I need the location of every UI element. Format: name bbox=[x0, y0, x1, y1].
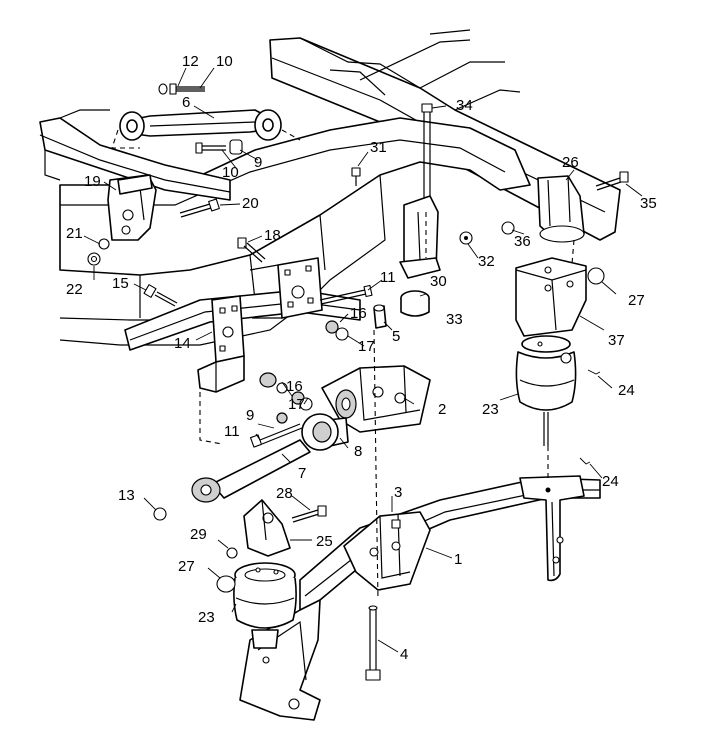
upper-control-arm bbox=[111, 109, 301, 149]
leader-lines bbox=[83, 67, 643, 653]
bolt-4 bbox=[365, 605, 381, 681]
bolt-31 bbox=[351, 167, 361, 186]
callout-16-upper: 16 bbox=[350, 305, 367, 322]
axle-seat-3 bbox=[343, 511, 431, 591]
callout-33: 33 bbox=[446, 311, 463, 328]
callout-27-left: 27 bbox=[178, 558, 195, 575]
callout-19: 19 bbox=[84, 173, 101, 190]
callout-23-right: 23 bbox=[482, 401, 499, 418]
stud-5 bbox=[373, 304, 387, 329]
callout-25: 25 bbox=[316, 533, 333, 550]
callout-23-left: 23 bbox=[198, 609, 215, 626]
callout-22: 22 bbox=[66, 281, 83, 298]
bump-stop-assembly bbox=[399, 103, 473, 317]
callout-29: 29 bbox=[190, 526, 207, 543]
bolt-20 bbox=[179, 198, 220, 218]
front-crossmember bbox=[39, 109, 231, 201]
callout-17-lower: 17 bbox=[288, 396, 305, 413]
callout-26: 26 bbox=[562, 154, 579, 171]
callout-10-lower: 10 bbox=[222, 164, 239, 181]
callout-31: 31 bbox=[370, 139, 387, 156]
callout-15: 15 bbox=[112, 275, 129, 292]
callout-27-right: 27 bbox=[628, 292, 645, 309]
callout-11-upper: 11 bbox=[380, 269, 396, 286]
callout-35: 35 bbox=[640, 195, 657, 212]
axle-mount-bracket-2 bbox=[321, 365, 431, 447]
callout-37: 37 bbox=[608, 332, 625, 349]
ring-27-right bbox=[587, 267, 605, 285]
callout-20: 20 bbox=[242, 195, 259, 212]
callout-8: 8 bbox=[354, 443, 362, 460]
callout-9-lower: 9 bbox=[246, 407, 254, 424]
air-spring-mount-37 bbox=[515, 257, 587, 337]
callout-7: 7 bbox=[298, 465, 306, 482]
callout-24-lower: 24 bbox=[602, 473, 619, 490]
callout-17-upper: 17 bbox=[358, 338, 375, 355]
callout-12: 12 bbox=[182, 53, 199, 70]
callout-3: 3 bbox=[394, 484, 402, 501]
callout-36: 36 bbox=[514, 233, 531, 250]
air-spring-23-right bbox=[515, 335, 577, 446]
air-spring-23-left bbox=[233, 562, 297, 664]
callout-32: 32 bbox=[478, 253, 495, 270]
callout-24-upper: 24 bbox=[618, 382, 635, 399]
callout-4: 4 bbox=[400, 646, 408, 663]
center-frame-bracket bbox=[249, 257, 323, 319]
front-bracket-19 bbox=[87, 174, 157, 266]
callout-28: 28 bbox=[276, 485, 293, 502]
pins-24 bbox=[579, 369, 601, 465]
callout-6: 6 bbox=[182, 94, 190, 111]
lower-bracket-25 bbox=[226, 499, 327, 559]
ring-27-left bbox=[216, 575, 236, 593]
bolt-10-lower bbox=[195, 139, 243, 155]
dashed-leaders bbox=[199, 212, 575, 601]
callout-11-lower: 11 bbox=[224, 423, 240, 440]
callout-16-lower: 16 bbox=[286, 378, 303, 395]
lower-control-arm-7 bbox=[191, 412, 339, 503]
callout-1: 1 bbox=[454, 551, 462, 568]
callout-21: 21 bbox=[66, 225, 83, 242]
callout-18: 18 bbox=[264, 227, 281, 244]
callout-5: 5 bbox=[392, 328, 400, 345]
axle-beam-1 bbox=[299, 475, 601, 613]
callout-2: 2 bbox=[438, 401, 446, 418]
callout-labels: 12 10 6 10 9 19 20 21 18 22 15 14 31 34 … bbox=[66, 53, 657, 663]
upper-mount-26 bbox=[501, 171, 629, 243]
hanger-bracket-14 bbox=[197, 295, 245, 393]
nut-13 bbox=[153, 507, 167, 521]
bolt-18 bbox=[237, 237, 266, 263]
callout-10-upper: 10 bbox=[216, 53, 233, 70]
callout-9-upper: 9 bbox=[254, 154, 262, 171]
callout-30: 30 bbox=[430, 273, 447, 290]
callout-13: 13 bbox=[118, 487, 135, 504]
callout-14: 14 bbox=[174, 335, 191, 352]
bolt-15 bbox=[143, 284, 178, 307]
callout-34: 34 bbox=[456, 97, 473, 114]
bolt-10-upper bbox=[158, 83, 205, 95]
